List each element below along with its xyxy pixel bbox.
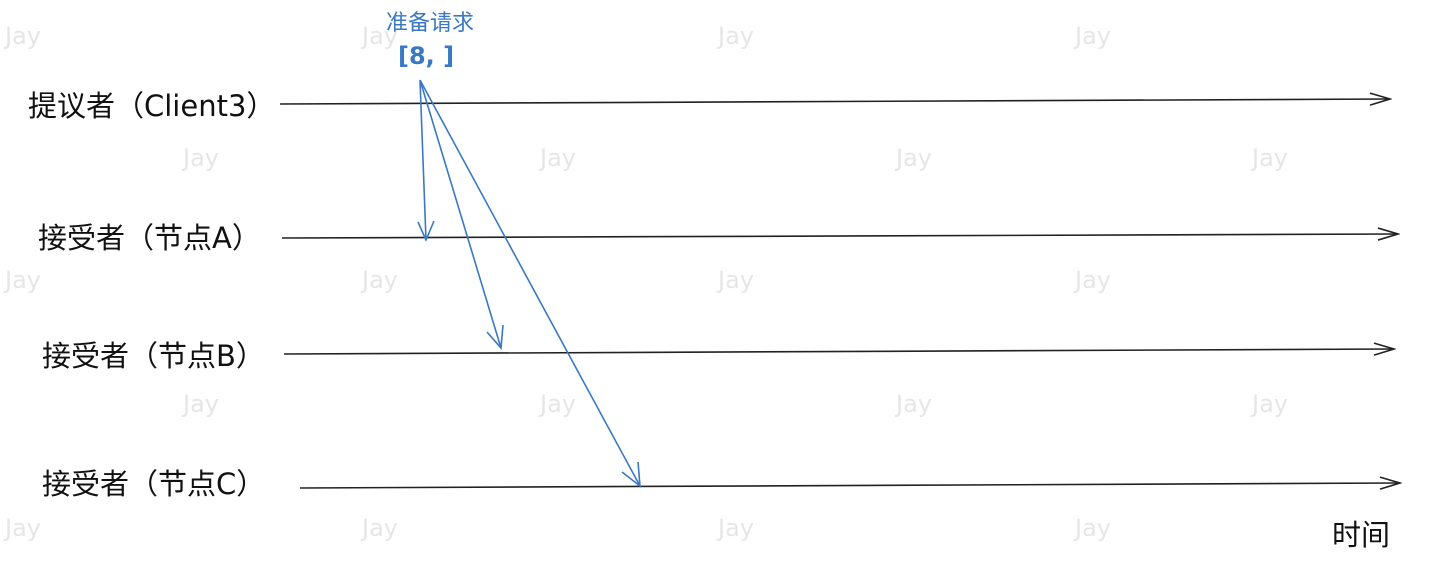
watermark: Jay <box>360 22 398 50</box>
timeline-acceptor-b <box>283 349 1394 354</box>
watermark: Jay <box>360 514 398 542</box>
lane-label-acceptor-c: 接受者（节点C） <box>42 467 265 501</box>
watermark: Jay <box>360 266 398 294</box>
watermark: Jay <box>716 266 754 294</box>
message-title: 准备请求 <box>386 11 474 36</box>
message-arrow-to-b <box>419 79 504 350</box>
time-axis-label: 时间 <box>1332 518 1390 552</box>
watermark: Jay <box>716 22 754 50</box>
message-arrow-to-c <box>419 79 641 488</box>
watermark: Jay <box>894 144 932 172</box>
watermark: Jay <box>716 514 754 542</box>
watermark: Jay <box>3 514 41 542</box>
watermark: Jay <box>538 144 576 172</box>
message-arrow-to-a <box>417 79 435 243</box>
lane-label-acceptor-a: 接受者（节点A） <box>38 221 261 255</box>
watermark: Jay <box>181 390 219 418</box>
watermark: Jay <box>1073 514 1111 542</box>
lane-label-acceptor-b: 接受者（节点B） <box>42 339 265 373</box>
watermark: Jay <box>3 266 41 294</box>
lane-label-proposer: 提议者（Client3） <box>28 89 275 123</box>
watermark: Jay <box>1250 144 1288 172</box>
watermark: Jay <box>538 390 576 418</box>
watermark-layer: Jay Jay Jay Jay Jay Jay Jay Jay Jay Jay … <box>3 22 1288 542</box>
timeline-proposer <box>279 99 1390 104</box>
watermark: Jay <box>1073 266 1111 294</box>
timeline-acceptor-a <box>281 234 1398 238</box>
watermark: Jay <box>894 390 932 418</box>
watermark: Jay <box>181 144 219 172</box>
message-value: [8, ] <box>398 42 454 70</box>
watermark: Jay <box>1250 390 1288 418</box>
watermark: Jay <box>3 22 41 50</box>
watermark: Jay <box>1073 22 1111 50</box>
timeline-acceptor-c <box>299 483 1400 488</box>
